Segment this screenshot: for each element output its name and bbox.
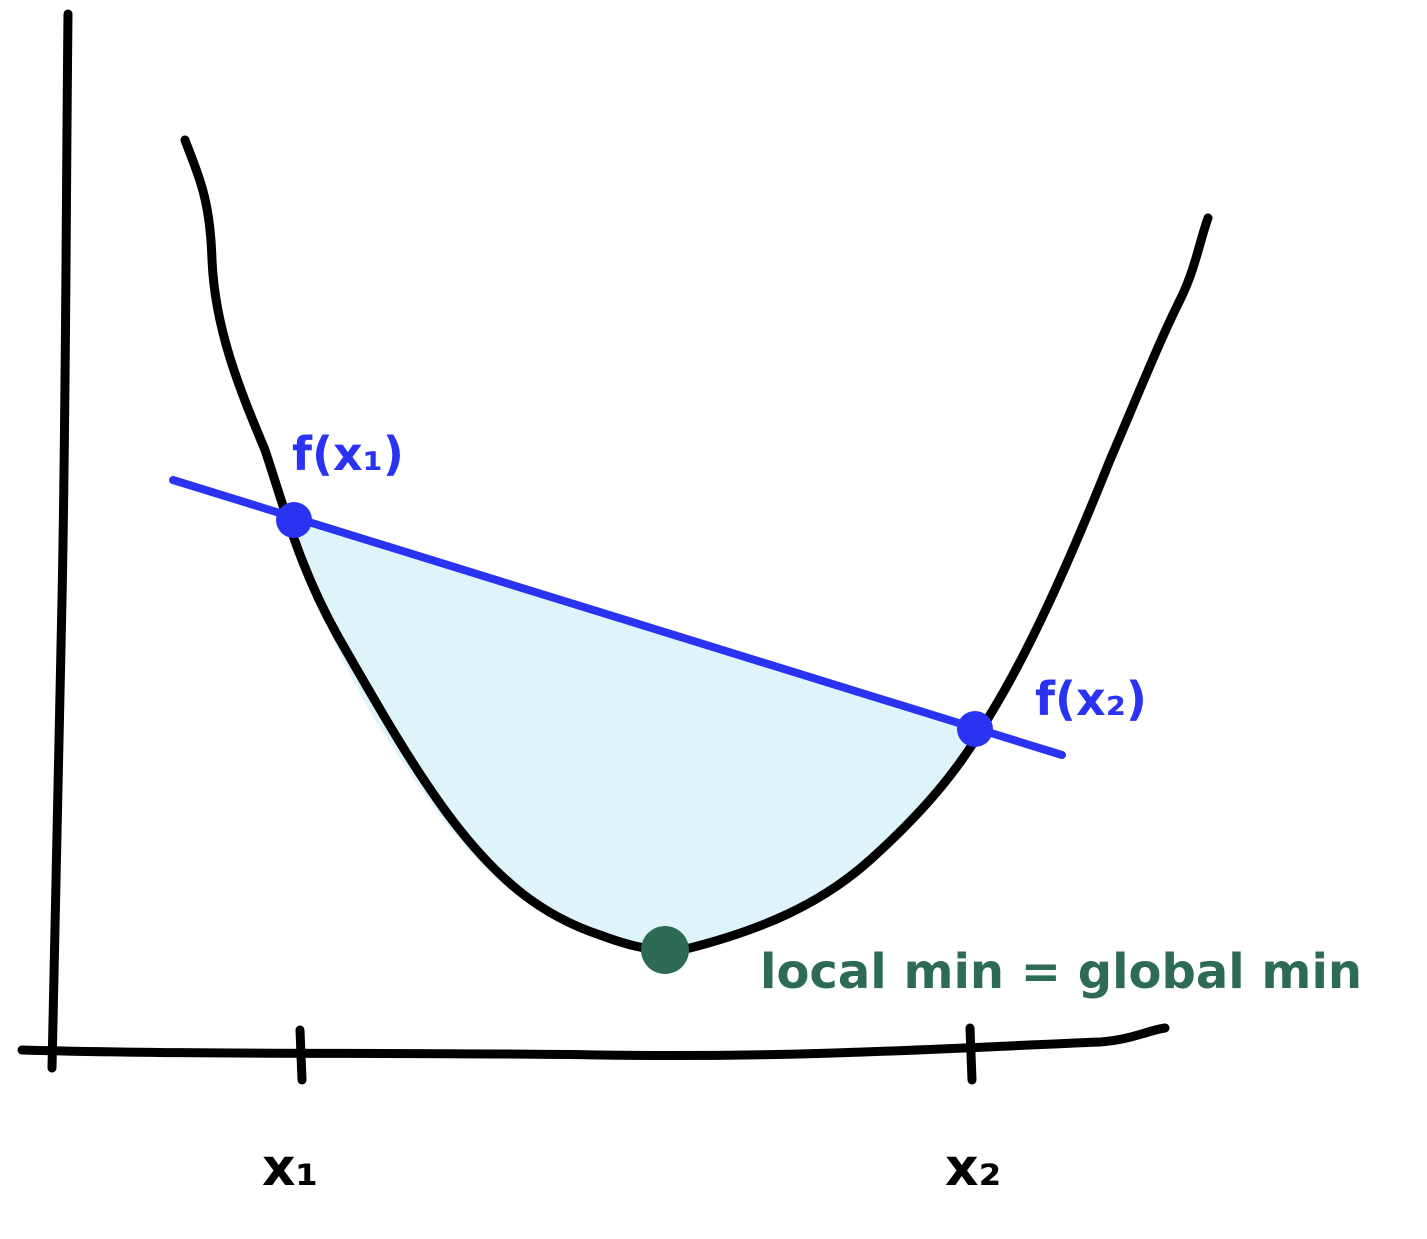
x-axis [17, 1023, 1170, 1061]
label-f-x2: f(x₂) [1035, 672, 1147, 726]
label-x2: x₂ [945, 1138, 1001, 1198]
point-f-x1 [276, 502, 312, 538]
point-f-x2 [957, 711, 993, 747]
label-x1: x₁ [262, 1138, 318, 1198]
label-min: local min = global min [760, 944, 1362, 1000]
x2-tick [965, 1023, 977, 1085]
global-min-point [641, 926, 689, 974]
x1-tick [295, 1025, 307, 1085]
y-axis [47, 9, 73, 1073]
label-f-x1: f(x₁) [292, 427, 404, 481]
secant-line [169, 476, 1066, 759]
convex-curve [180, 135, 1213, 955]
